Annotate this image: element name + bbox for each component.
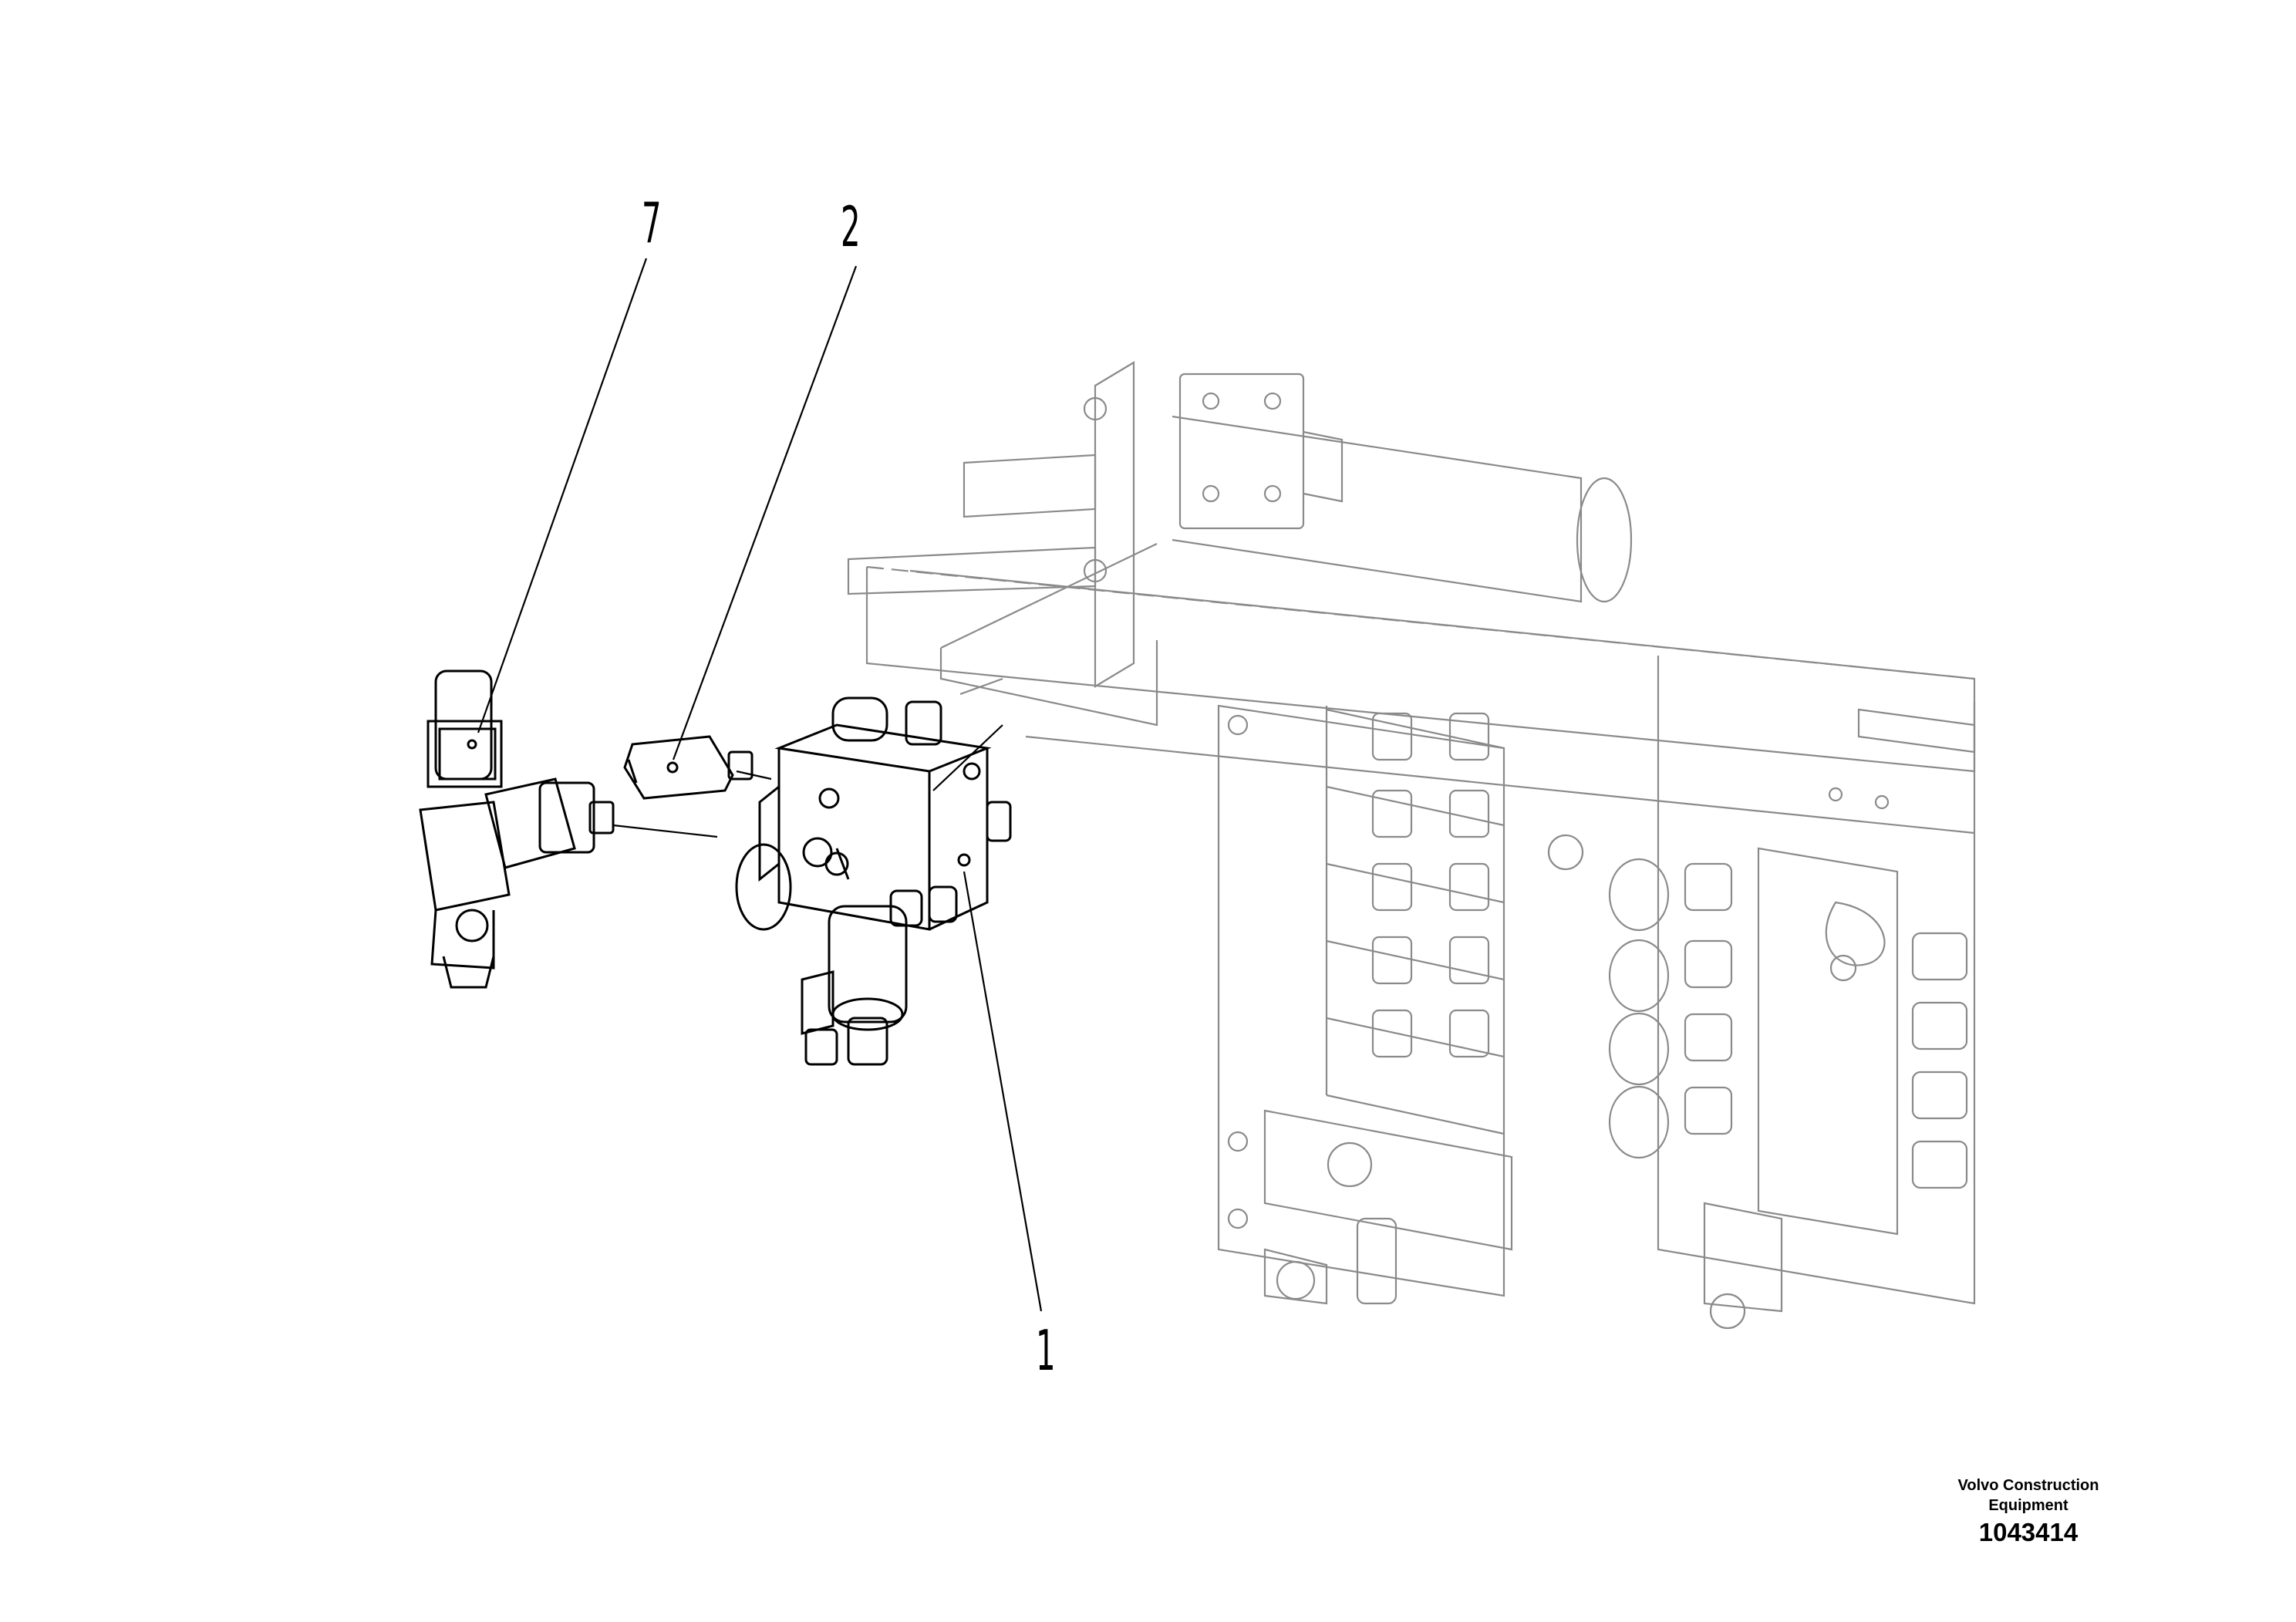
callout-2: 2 bbox=[841, 194, 861, 259]
frame-top bbox=[940, 543, 1158, 649]
upper-beam-edge bbox=[866, 565, 1975, 680]
hydraulic-cylinder bbox=[1083, 373, 1633, 603]
leader-1 bbox=[963, 871, 1043, 1312]
background-machine-assembly bbox=[847, 361, 1976, 1330]
frame-left bbox=[939, 640, 1158, 727]
arm-piece bbox=[963, 454, 1097, 518]
leader-lines bbox=[477, 258, 1043, 1312]
part-1-valve-block bbox=[735, 696, 1012, 1066]
upper-beam bbox=[865, 567, 1976, 773]
foreground-parts bbox=[419, 258, 1043, 1312]
document-number: 1043414 bbox=[1978, 1518, 2079, 1546]
leader-7 bbox=[477, 258, 648, 733]
part-2-pressure-sensor bbox=[623, 735, 754, 800]
bracket-plate bbox=[1094, 361, 1135, 688]
arm-piece-2 bbox=[847, 546, 1097, 595]
callout-7: 7 bbox=[642, 191, 662, 255]
part-7-solenoid-valve bbox=[419, 669, 615, 989]
leader-2 bbox=[672, 265, 858, 760]
maker-caption: Volvo Construction Equipment bbox=[1957, 1477, 2099, 1514]
callout-1: 1 bbox=[1036, 1318, 1056, 1383]
assembly-lines bbox=[612, 677, 1003, 838]
valve-bank-left bbox=[1217, 704, 1584, 1305]
long-rail bbox=[1025, 735, 1975, 835]
valve-bank-right bbox=[1608, 656, 1976, 1330]
